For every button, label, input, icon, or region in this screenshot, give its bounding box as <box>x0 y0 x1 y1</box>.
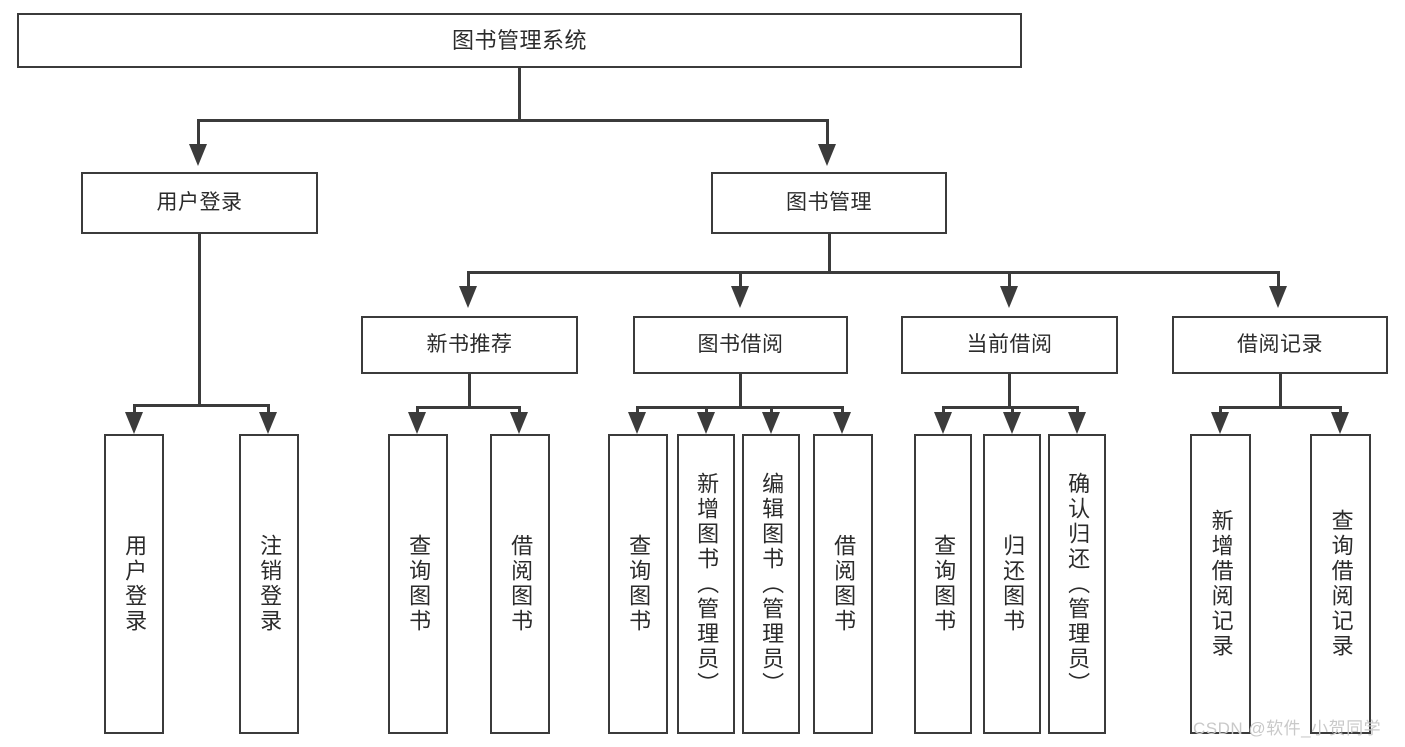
arrow-to-book-manage <box>818 144 836 166</box>
arrow-to-leaf-query-book-2 <box>628 412 646 434</box>
leaf-add-borrow-record[interactable]: 新增借阅记录 <box>1190 434 1251 734</box>
node-borrow-record[interactable]: 借阅记录 <box>1172 316 1388 374</box>
edge-current-borrow-drop-3 <box>1076 406 1079 416</box>
node-label: 查询图书 <box>406 534 432 634</box>
edge-book-manage-bus <box>467 271 1278 274</box>
edge-new-book-drop-1 <box>416 406 419 416</box>
node-label: 新增借阅记录 <box>1208 509 1234 659</box>
node-label: 借阅图书 <box>508 534 534 634</box>
leaf-user-login[interactable]: 用户登录 <box>104 434 164 734</box>
leaf-return-book[interactable]: 归还图书 <box>983 434 1041 734</box>
arrow-to-leaf-logout <box>259 412 277 434</box>
node-label: 查询图书 <box>931 534 957 634</box>
edge-root-to-user-login <box>197 119 200 146</box>
arrow-to-new-book <box>459 286 477 308</box>
edge-root-bus <box>197 119 828 122</box>
leaf-add-book[interactable]: 新增图书（管理员） <box>677 434 735 734</box>
arrow-to-borrow-record <box>1269 286 1287 308</box>
edge-to-book-borrow <box>739 271 742 288</box>
edge-current-borrow-drop-1 <box>942 406 945 416</box>
edge-book-borrow-drop-3 <box>770 406 773 416</box>
edge-new-book-drop-2 <box>518 406 521 416</box>
leaf-query-borrow-record[interactable]: 查询借阅记录 <box>1310 434 1371 734</box>
edge-user-login-drop-2 <box>267 404 270 416</box>
watermark-csdn: CSDN @软件_小贺同学 <box>1193 719 1382 738</box>
edge-book-manage-stem <box>828 234 831 273</box>
node-label: 查询借阅记录 <box>1328 509 1354 659</box>
node-label: 图书借阅 <box>697 332 784 356</box>
leaf-logout[interactable]: 注销登录 <box>239 434 299 734</box>
node-label: 查询图书 <box>626 534 652 634</box>
leaf-query-book-current[interactable]: 查询图书 <box>914 434 972 734</box>
arrow-to-leaf-return-book <box>1003 412 1021 434</box>
edge-book-borrow-drop-2 <box>705 406 708 416</box>
leaf-query-book-borrow[interactable]: 查询图书 <box>608 434 668 734</box>
node-label: 用户登录 <box>122 534 148 634</box>
edge-book-borrow-stem <box>739 374 742 408</box>
edge-to-new-book <box>467 271 470 288</box>
edge-book-borrow-drop-1 <box>636 406 639 416</box>
arrow-to-leaf-borrow-book-2 <box>833 412 851 434</box>
leaf-confirm-return[interactable]: 确认归还（管理员） <box>1048 434 1106 734</box>
edge-to-current-borrow <box>1008 271 1011 288</box>
edge-borrow-record-drop-2 <box>1339 406 1342 416</box>
edge-root-to-book-manage <box>826 119 829 146</box>
edge-current-borrow-stem <box>1008 374 1011 408</box>
arrow-to-book-borrow <box>731 286 749 308</box>
edge-borrow-record-stem <box>1279 374 1282 408</box>
arrow-to-leaf-query-record <box>1331 412 1349 434</box>
leaf-query-book-recommend[interactable]: 查询图书 <box>388 434 448 734</box>
edge-user-login-stem <box>198 234 201 406</box>
node-current-borrow[interactable]: 当前借阅 <box>901 316 1118 374</box>
node-label: 图书管理系统 <box>451 27 587 53</box>
edge-book-borrow-drop-4 <box>841 406 844 416</box>
node-label: 新书推荐 <box>426 332 513 356</box>
edge-to-borrow-record <box>1277 271 1280 288</box>
edge-new-book-stem <box>468 374 471 408</box>
node-label: 归还图书 <box>1000 534 1026 634</box>
arrow-to-leaf-query-book-1 <box>408 412 426 434</box>
arrow-to-leaf-query-book-3 <box>934 412 952 434</box>
arrow-to-leaf-confirm-return <box>1068 412 1086 434</box>
edge-user-login-drop-1 <box>133 404 136 416</box>
node-user-login[interactable]: 用户登录 <box>81 172 318 234</box>
node-label: 借阅图书 <box>831 534 857 634</box>
node-label: 借阅记录 <box>1237 332 1323 356</box>
arrow-to-leaf-add-record <box>1211 412 1229 434</box>
node-new-book-recommend[interactable]: 新书推荐 <box>361 316 578 374</box>
node-label: 用户登录 <box>156 190 243 214</box>
node-book-borrow[interactable]: 图书借阅 <box>633 316 848 374</box>
node-book-manage[interactable]: 图书管理 <box>711 172 947 234</box>
arrow-to-leaf-edit-book <box>762 412 780 434</box>
leaf-edit-book[interactable]: 编辑图书（管理员） <box>742 434 800 734</box>
node-root-system[interactable]: 图书管理系统 <box>17 13 1022 68</box>
arrow-to-current-borrow <box>1000 286 1018 308</box>
arrow-to-user-login <box>189 144 207 166</box>
edge-current-borrow-bus <box>942 406 1078 409</box>
leaf-borrow-book-recommend[interactable]: 借阅图书 <box>490 434 550 734</box>
node-label: 编辑图书（管理员） <box>759 471 785 697</box>
edge-current-borrow-drop-2 <box>1011 406 1014 416</box>
arrow-to-leaf-borrow-book-1 <box>510 412 528 434</box>
node-label: 图书管理 <box>786 190 872 214</box>
edge-borrow-record-bus <box>1219 406 1342 409</box>
edge-borrow-record-drop-1 <box>1219 406 1222 416</box>
node-label: 当前借阅 <box>966 332 1053 356</box>
node-label: 注销登录 <box>257 534 283 634</box>
leaf-borrow-book[interactable]: 借阅图书 <box>813 434 873 734</box>
edge-root-stem <box>518 68 521 121</box>
edge-new-book-bus <box>416 406 521 409</box>
arrow-to-leaf-add-book <box>697 412 715 434</box>
edge-book-borrow-bus <box>636 406 844 409</box>
node-label: 新增图书（管理员） <box>694 471 720 697</box>
edge-user-login-bus <box>133 404 269 407</box>
arrow-to-leaf-user-login <box>125 412 143 434</box>
node-label: 确认归还（管理员） <box>1065 471 1091 697</box>
